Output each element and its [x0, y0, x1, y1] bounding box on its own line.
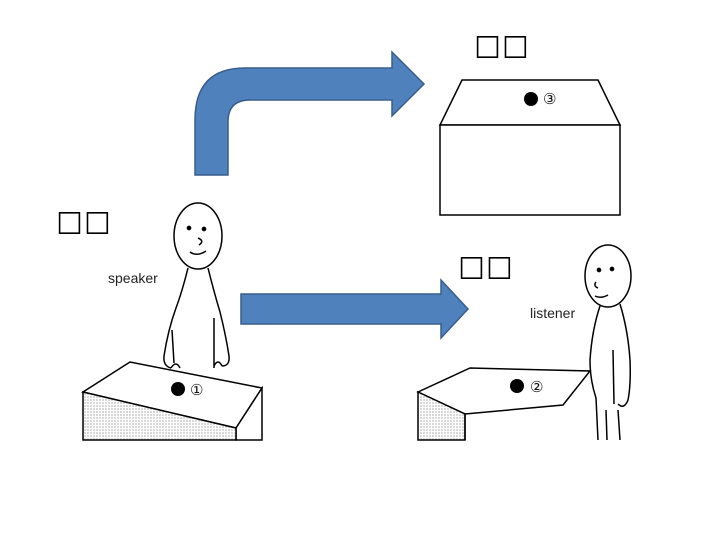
box-2-marker: ②	[530, 378, 543, 396]
microphone-dot	[171, 382, 185, 396]
box-1: ①	[81, 361, 264, 441]
box-3: ③	[438, 79, 622, 216]
box-3-marker: ③	[543, 90, 556, 108]
left-heading: ☐☐	[56, 207, 112, 242]
box-1-marker: ①	[190, 381, 203, 399]
speaker-figure	[163, 202, 230, 369]
top-right-heading: ☐☐	[474, 31, 530, 66]
microphone-dot	[524, 92, 538, 106]
box-2: ②	[416, 367, 592, 441]
speaker-label: speaker	[108, 270, 158, 286]
listener-label: listener	[530, 305, 575, 321]
straight-arrow	[240, 278, 470, 340]
curved-arrow	[194, 50, 426, 176]
middle-right-heading: ☐☐	[458, 252, 514, 287]
microphone-dot	[510, 379, 524, 393]
listener-figure	[584, 244, 632, 441]
